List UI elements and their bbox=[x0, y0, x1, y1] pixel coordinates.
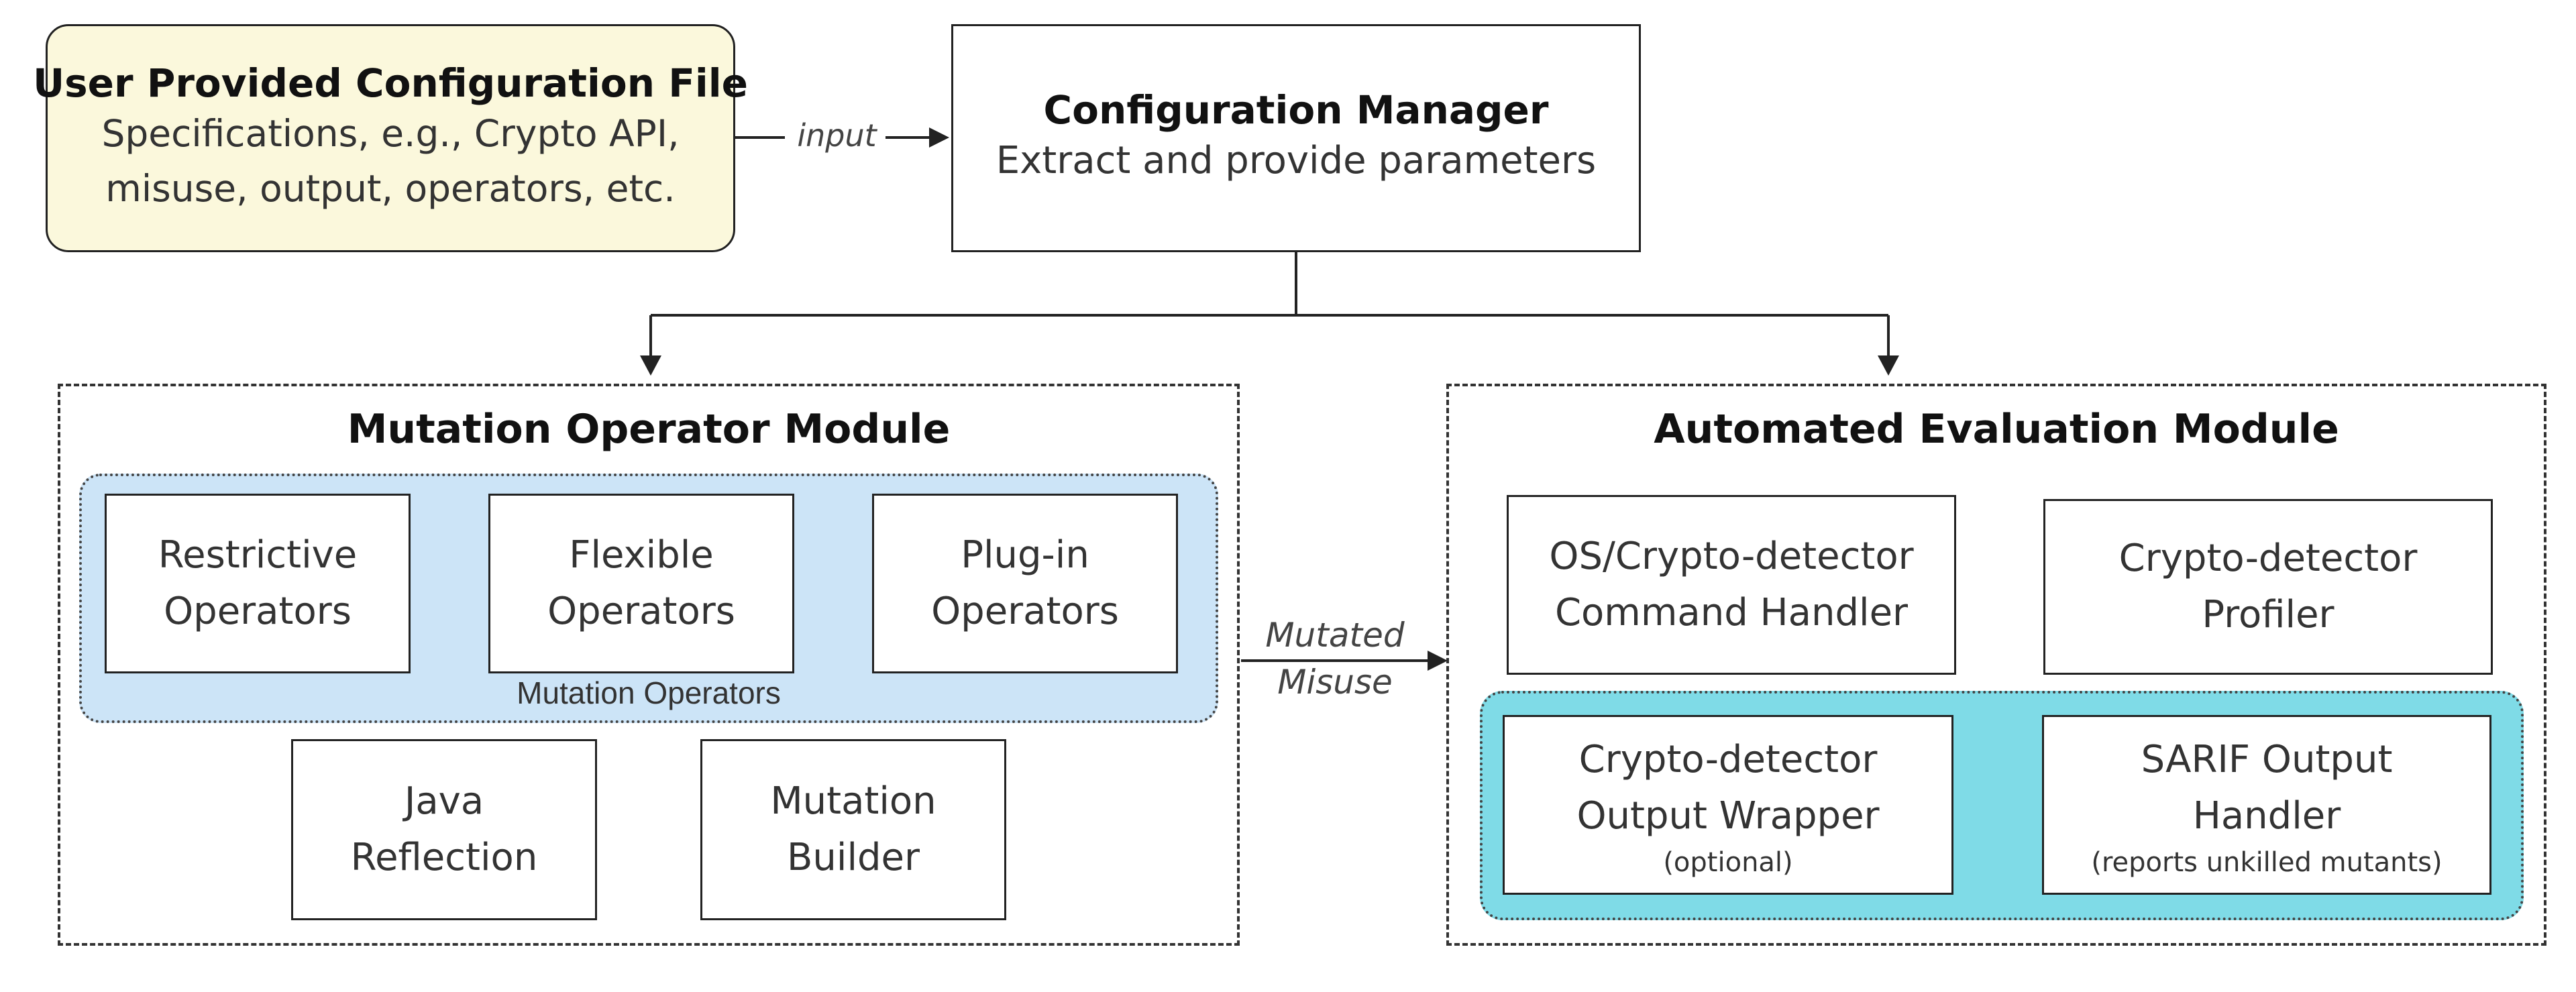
configuration-manager-box: Configuration Manager Extract and provid… bbox=[951, 24, 1641, 252]
mutated-misuse-line1: Mutated bbox=[1265, 616, 1405, 655]
configuration-manager-title: Configuration Manager bbox=[1043, 87, 1549, 133]
profiler-box: Crypto-detector Profiler bbox=[2043, 499, 2493, 675]
plugin-operators-line1: Plug-in bbox=[961, 533, 1089, 577]
split-right-head bbox=[1878, 355, 1899, 376]
mutation-builder-line1: Mutation bbox=[770, 779, 936, 823]
java-reflection-line2: Reflection bbox=[350, 836, 538, 879]
split-left-head bbox=[640, 355, 661, 376]
sarif-handler-line1: SARIF Output bbox=[2141, 738, 2393, 781]
plugin-operators-line2: Operators bbox=[931, 590, 1119, 633]
automated-evaluation-module-title: Automated Evaluation Module bbox=[1654, 406, 2339, 453]
mutated-misuse-line2: Misuse bbox=[1277, 663, 1393, 702]
output-wrapper-note: (optional) bbox=[1663, 847, 1793, 878]
output-wrapper-box: Crypto-detector Output Wrapper (optional… bbox=[1503, 715, 1953, 895]
mutation-builder-box: Mutation Builder bbox=[700, 739, 1006, 920]
input-arrow-label: input bbox=[797, 117, 877, 154]
user-config-file-title: User Provided Configuration File bbox=[33, 60, 748, 106]
java-reflection-line1: Java bbox=[404, 779, 484, 823]
configuration-manager-subtitle: Extract and provide parameters bbox=[996, 139, 1597, 182]
output-wrapper-line1: Crypto-detector bbox=[1578, 738, 1878, 781]
flexible-operators-line2: Operators bbox=[547, 590, 735, 633]
profiler-line2: Profiler bbox=[2202, 593, 2334, 637]
input-arrow-head bbox=[929, 127, 949, 148]
restrictive-operators-box: Restrictive Operators bbox=[105, 494, 411, 673]
mutation-operator-module-title: Mutation Operator Module bbox=[347, 406, 951, 453]
command-handler-line2: Command Handler bbox=[1554, 591, 1909, 635]
mutation-operators-group-label: Mutation Operators bbox=[517, 675, 781, 710]
output-wrapper-line2: Output Wrapper bbox=[1576, 794, 1880, 838]
user-config-file-line1: Specifications, e.g., Crypto API, bbox=[101, 111, 680, 155]
sarif-handler-line2: Handler bbox=[2192, 794, 2341, 838]
user-config-file-box: User Provided Configuration File Specifi… bbox=[33, 24, 748, 252]
plugin-operators-box: Plug-in Operators bbox=[872, 494, 1178, 673]
command-handler-box: OS/Crypto-detector Command Handler bbox=[1507, 495, 1956, 675]
flexible-operators-line1: Flexible bbox=[569, 533, 714, 577]
restrictive-operators-line1: Restrictive bbox=[158, 533, 358, 577]
mutated-misuse-label: Mutated Misuse bbox=[1261, 612, 1409, 706]
flexible-operators-box: Flexible Operators bbox=[488, 494, 794, 673]
automated-evaluation-module bbox=[1446, 384, 2546, 946]
sarif-handler-note: (reports unkilled mutants) bbox=[2091, 847, 2443, 878]
restrictive-operators-line2: Operators bbox=[164, 590, 352, 633]
mutated-arrow-head bbox=[1428, 651, 1448, 671]
command-handler-line1: OS/Crypto-detector bbox=[1549, 535, 1914, 578]
mutation-builder-line2: Builder bbox=[786, 836, 920, 879]
profiler-line1: Crypto-detector bbox=[2118, 537, 2418, 580]
user-config-file-line2: misuse, output, operators, etc. bbox=[105, 167, 676, 210]
mutation-operator-module bbox=[58, 384, 1240, 946]
sarif-handler-box: SARIF Output Handler (reports unkilled m… bbox=[2042, 715, 2491, 895]
java-reflection-box: Java Reflection bbox=[291, 739, 597, 920]
